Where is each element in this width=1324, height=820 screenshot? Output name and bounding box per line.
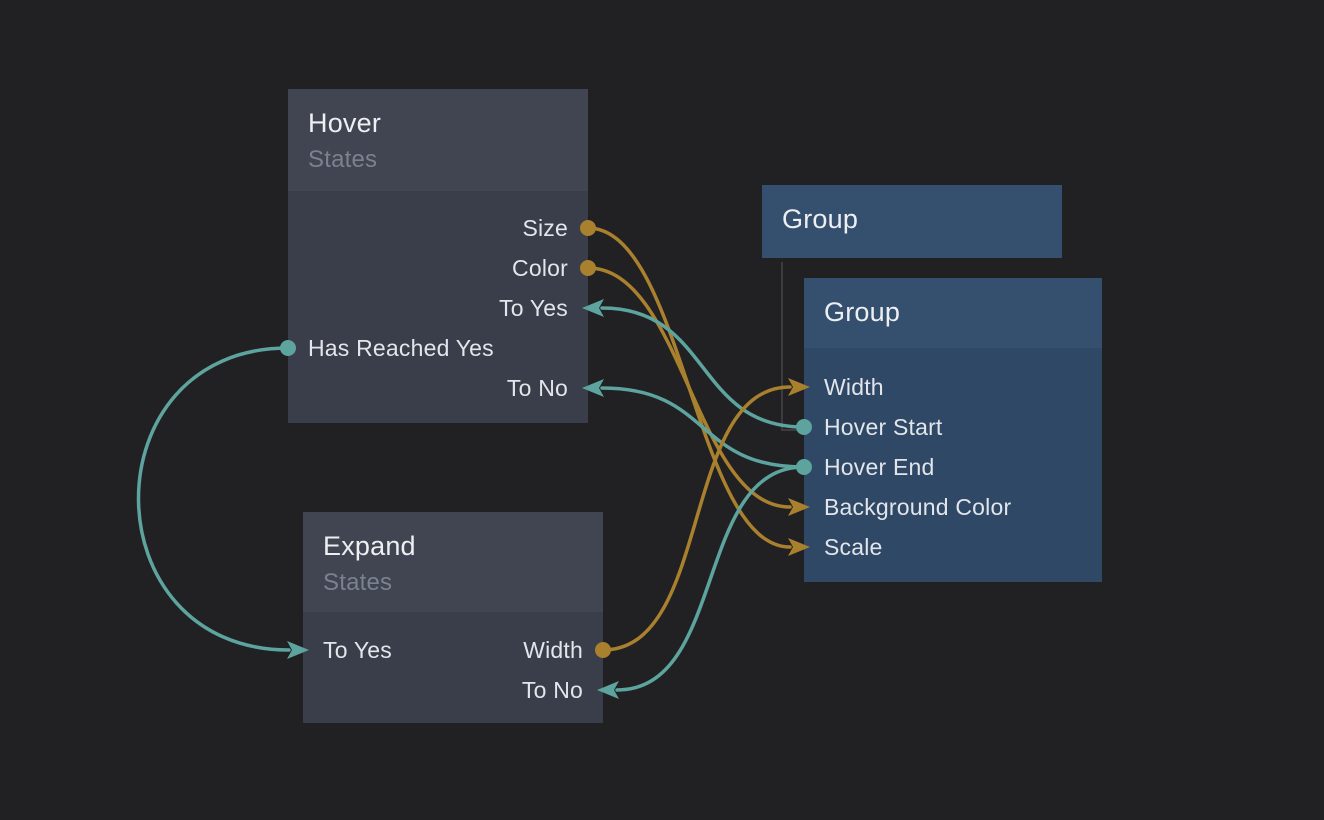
node-subtitle: States [323,569,393,596]
port-hover-color[interactable]: Color [512,248,588,288]
port-group-hover-start[interactable]: Hover Start [804,407,943,447]
port-label: To No [506,374,568,401]
port-label: Hover End [824,453,935,480]
node-title: Group [782,204,859,234]
port-hover-has-reached-yes[interactable]: Has Reached Yes [288,328,494,368]
port-expand-to-no[interactable]: To No [522,670,603,710]
port-label: To No [521,676,583,703]
port-label: Scale [824,533,883,560]
port-label: Width [824,373,884,400]
edge-group-hover-end-to-expand-to-no[interactable] [615,465,806,692]
port-label: Width [523,636,583,663]
port-label: Hover Start [824,413,943,440]
port-group-width[interactable]: Width [804,367,884,407]
port-group-hover-end[interactable]: Hover End [804,447,934,487]
port-label: To Yes [499,294,568,321]
port-expand-to-yes[interactable]: To Yes [303,630,392,670]
port-label: Has Reached Yes [308,334,494,361]
node-title: Hover [308,108,382,138]
port-group-scale[interactable]: Scale [804,527,883,567]
edge-expand-width-to-group-width[interactable] [601,385,792,652]
edge-hover-has-reached-yes-to-expand-to-yes[interactable] [136,346,291,652]
node-group-parent[interactable]: Group [762,185,1062,258]
port-group-background-color[interactable]: Background Color [804,487,1011,527]
port-label: Color [512,254,568,281]
port-label: To Yes [323,636,392,663]
port-expand-width[interactable]: Width [523,630,603,670]
node-header[interactable]: Group [762,185,1062,258]
port-label: Size [522,214,568,241]
node-title: Expand [323,531,416,561]
node-header[interactable]: Group [804,278,1102,348]
node-subtitle: States [308,146,378,173]
edge-group-hover-end-to-hover-to-no[interactable] [600,386,806,469]
port-hover-to-no[interactable]: To No [507,368,588,408]
port-hover-size[interactable]: Size [522,208,588,248]
port-hover-to-yes[interactable]: To Yes [499,288,588,328]
node-title: Group [824,297,901,327]
port-label: Background Color [824,493,1012,520]
group-hierarchy-line [781,262,797,431]
edge-hover-size-to-group-scale[interactable] [586,226,792,549]
edge-hover-color-to-group-background-color[interactable] [586,266,792,509]
edge-group-hover-start-to-hover-to-yes[interactable] [600,306,806,429]
